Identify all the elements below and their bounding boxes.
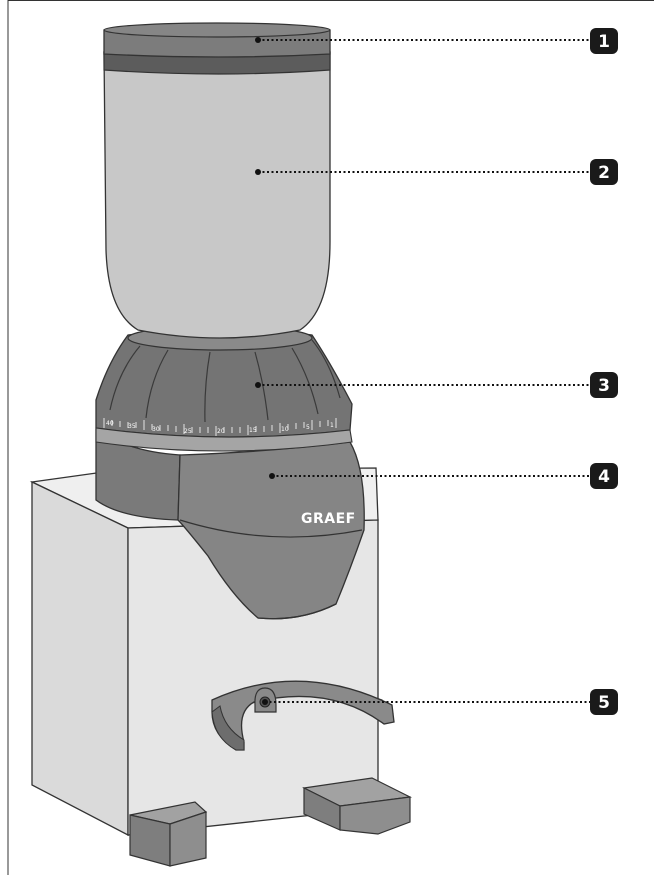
scale-number: 15: [249, 427, 257, 434]
callout-dot-1: [255, 37, 261, 43]
callout-badge-1: 1: [590, 28, 618, 54]
scale-number: 30: [152, 426, 160, 433]
brand-label: GRAEF: [301, 511, 356, 527]
callout-number: 1: [598, 32, 610, 52]
ring-scale-ticks: [103, 418, 337, 436]
callout-number: 2: [598, 163, 610, 183]
ring-scale-numbers: 40 35 30 25 20 15 10 5 1: [106, 420, 334, 435]
callout-badges: 1 2 3 4 5: [590, 28, 618, 715]
foot-front-front: [129, 814, 171, 867]
callout-lines: [258, 39, 590, 703]
container-body: [103, 51, 331, 339]
callout-dot-5: [262, 699, 268, 705]
callout-badge-5: 5: [590, 689, 618, 715]
callout-badge-3: 3: [590, 372, 618, 398]
lid-body: [103, 29, 331, 58]
ring-scale-band: [95, 427, 353, 452]
callout-number: 3: [598, 376, 610, 396]
scale-number: 1: [330, 422, 334, 429]
scale-number: 35: [128, 423, 136, 430]
lid-top: [103, 22, 331, 38]
foot-front-side: [169, 811, 207, 867]
bean-container-lid: [103, 22, 331, 58]
bean-container: [103, 51, 331, 339]
scale-number: 10: [281, 426, 289, 433]
foot-back-side: [339, 796, 411, 835]
grind-setting-ring: 40 35 30 25 20 15 10 5 1: [95, 325, 353, 452]
spout-band-line: [179, 519, 363, 538]
scale-number: 40: [106, 420, 114, 427]
callout-dot-3: [255, 382, 261, 388]
scale-number: 5: [306, 424, 310, 431]
callout-dot-4: [269, 473, 275, 479]
base-feet: [129, 777, 413, 867]
callout-number: 4: [598, 467, 610, 487]
callout-badge-4: 4: [590, 463, 618, 489]
callout-number: 5: [598, 693, 610, 713]
spout-mouth: [257, 603, 337, 620]
fork-front-edge: [211, 705, 245, 751]
container-lid-band: [103, 51, 331, 75]
callout-badge-2: 2: [590, 159, 618, 185]
base-left-face: [31, 480, 129, 837]
scale-number: 25: [184, 428, 192, 435]
callout-dots: [255, 37, 275, 705]
callout-dot-2: [255, 169, 261, 175]
scale-number: 20: [217, 428, 225, 435]
